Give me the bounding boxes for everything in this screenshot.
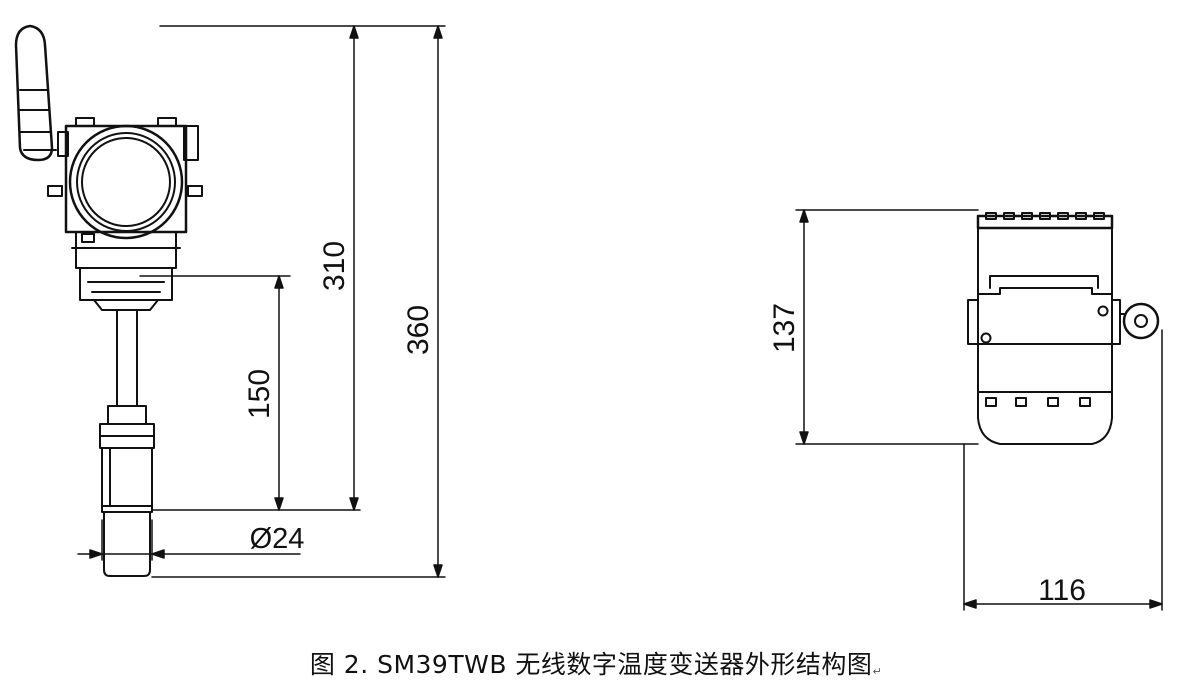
sensor-probe [99, 309, 155, 577]
front-dimension-lines [77, 25, 446, 578]
dimension-housing-width-label: 116 [1038, 574, 1086, 607]
dimension-probe-diameter-label: Ø24 [250, 523, 305, 555]
front-view: 360 310 150 Ø24 [14, 24, 446, 578]
antenna [14, 24, 57, 162]
transmitter-housing [47, 117, 203, 311]
dimension-head-height-label: 310 [318, 241, 351, 291]
side-view: 137 116 [768, 209, 1163, 611]
dimension-overall-height-label: 360 [402, 305, 435, 355]
figure-caption-text: 图 2. SM39TWB 无线数字温度变送器外形结构图 [309, 650, 873, 679]
dimension-probe-length-label: 150 [243, 369, 276, 419]
side-dimension-lines [795, 209, 1163, 611]
side-housing [967, 212, 1160, 445]
figure-caption: 图 2. SM39TWB 无线数字温度变送器外形结构图↵ [0, 645, 1192, 681]
paragraph-return-mark: ↵ [872, 665, 883, 678]
dimension-housing-height-label: 137 [768, 303, 801, 353]
